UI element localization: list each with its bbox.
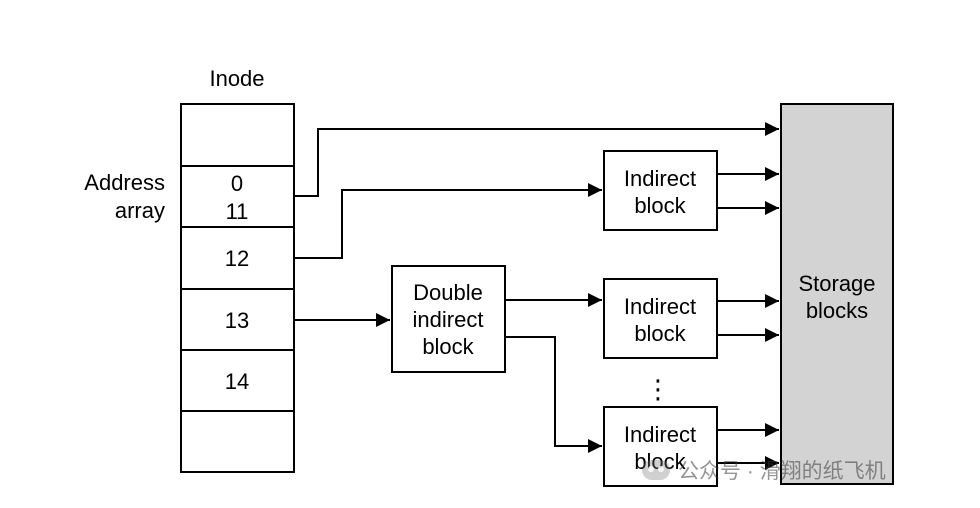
indirect-block-1: [603, 150, 718, 231]
indirect-block-2: [603, 278, 718, 359]
inode-column: [180, 103, 295, 473]
storage-blocks: [780, 103, 894, 485]
array-label: array: [115, 198, 165, 223]
slot-13: 13: [225, 308, 249, 333]
ellipsis: ⋮: [645, 374, 671, 404]
indirect-block-3: [603, 406, 718, 487]
double-indirect-line1: Double: [413, 280, 483, 305]
slot-14: 14: [225, 369, 249, 394]
arrow-direct-to-storage: [294, 122, 779, 197]
slot-12: 12: [225, 246, 249, 271]
arrow-to-indirect-3: [505, 336, 602, 453]
wechat-icon: [642, 460, 670, 480]
arrow-single-indirect: [294, 183, 602, 259]
watermark-text: 公众号 · 滑翔的纸飞机: [678, 460, 886, 483]
storage-label-line1: Storage: [798, 271, 875, 296]
indirect-block-3-line1: Indirect: [624, 422, 696, 447]
double-indirect-line3: block: [422, 334, 474, 359]
connectors: [294, 122, 779, 470]
double-indirect-line2: indirect: [413, 307, 484, 332]
indirect-block-2-line1: Indirect: [624, 294, 696, 319]
slot-0: 0: [231, 171, 243, 196]
indirect-block-1-line1: Indirect: [624, 166, 696, 191]
inode-title: Inode: [209, 66, 264, 91]
double-indirect-block: [391, 265, 506, 373]
slot-11: 11: [226, 199, 249, 224]
address-label: Address: [84, 170, 165, 195]
storage-label-line2: blocks: [806, 298, 868, 323]
indirect-block-1-line2: block: [634, 193, 686, 218]
watermark: 公众号 · 滑翔的纸飞机: [642, 455, 962, 485]
indirect-block-2-line2: block: [634, 321, 686, 346]
